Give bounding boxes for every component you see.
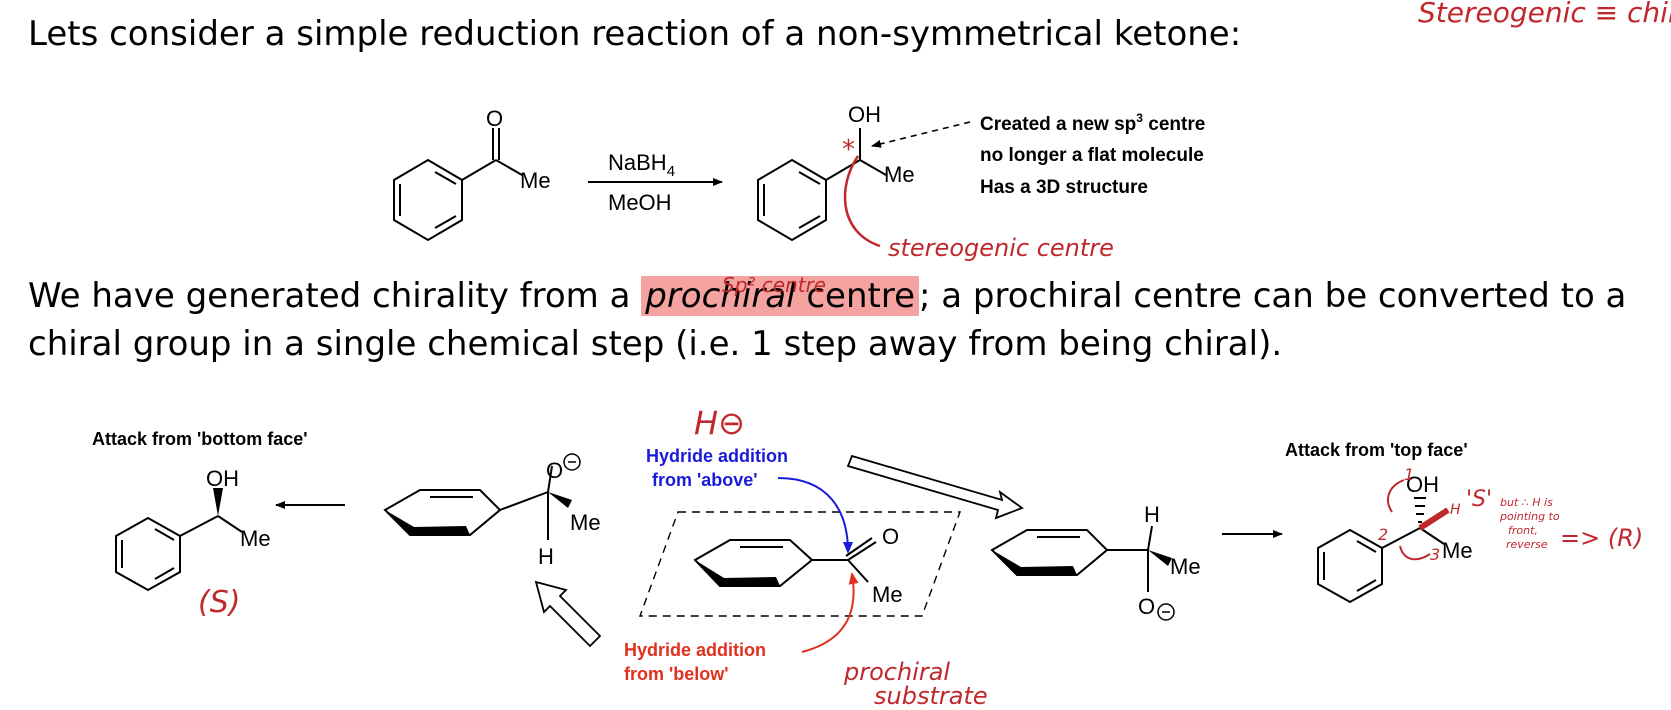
mid-left-ring-thick-edge: [385, 510, 470, 535]
note-prochiral: prochiral: [843, 658, 950, 686]
prochiral-paragraph-line2: chiral group in a single chemical step (…: [28, 324, 1283, 364]
mid-right-alkoxide: [990, 525, 1153, 592]
right-methyl: Me: [1442, 538, 1473, 563]
note-hydride-symbol: H⊖: [694, 404, 745, 442]
note-s-quote: 'S': [1466, 487, 1492, 512]
note-but-1: but ∴ H is: [1500, 496, 1553, 509]
right-product: [1317, 527, 1445, 604]
callout-line2: no longer a flat molecule: [980, 145, 1204, 166]
hydride-below-line2: from 'below': [624, 664, 729, 684]
priority-arrow-3: [1399, 545, 1431, 561]
prochiral-highlight: prochiral centre: [641, 276, 919, 316]
left-methyl: Me: [240, 526, 271, 551]
hollow-arrow-top-path: [846, 454, 1024, 520]
product-alcohol: [757, 128, 887, 242]
mid-left-hydrogen: H: [538, 544, 554, 569]
mid-right-wedge: [1148, 550, 1172, 566]
note-substrate: substrate: [874, 682, 988, 710]
priority-3: 3: [1430, 545, 1440, 564]
note-stereogenic-chiral: Stereogenic ≡ chiral: [1418, 0, 1671, 29]
mid-right-ring-thick-edge: [992, 550, 1077, 575]
left-wedge-bond: [213, 488, 223, 516]
right-red-h: H: [1450, 502, 1461, 518]
left-product: [115, 515, 243, 592]
prochiral-paragraph-line1: We have generated chirality from a proch…: [28, 276, 1626, 316]
mid-left-methyl: Me: [570, 510, 601, 535]
acetophenone: [393, 128, 523, 242]
center-ring-thick-edge: [695, 560, 780, 586]
right-red-wedge: [1418, 507, 1450, 531]
callout-line1: Created a new sp3 centre: [980, 111, 1205, 135]
molecular-plane: [638, 511, 962, 617]
note-s-label: (S): [198, 585, 240, 620]
center-methyl: Me: [872, 582, 903, 607]
mid-left-wedge: [548, 492, 572, 508]
hollow-arrow-bottom-path: [534, 580, 602, 648]
hydride-above-line1: Hydride addition: [646, 446, 788, 466]
ketone-oxygen: O: [486, 106, 503, 131]
mid-right-hydrogen: H: [1144, 502, 1160, 527]
prochiral-word: prochiral: [645, 276, 796, 316]
center-oxygen: O: [882, 524, 899, 549]
centre-word: centre: [795, 276, 915, 316]
callout-line3: Has a 3D structure: [980, 177, 1148, 198]
ketone-methyl: Me: [520, 168, 551, 193]
priority-arrow-1: [1387, 479, 1405, 513]
reagent-nabh4: NaBH4: [608, 150, 675, 180]
left-hydroxyl: OH: [206, 466, 239, 491]
hydride-below-line1: Hydride addition: [624, 640, 766, 660]
note-but-4: reverse: [1506, 538, 1548, 551]
para-before: We have generated chirality from a: [28, 276, 642, 316]
priority-2: 2: [1378, 525, 1388, 544]
note-sp2-centre: Sp² centre: [722, 273, 826, 297]
right-hydroxyl: OH: [1406, 472, 1439, 497]
stereocentre-asterisk: *: [842, 135, 855, 165]
priority-1: 1: [1404, 465, 1414, 484]
top-face-title: Attack from 'top face': [1285, 440, 1468, 460]
mid-left-charge-icon: [563, 453, 581, 471]
hydride-above-line2: from 'above': [652, 470, 758, 490]
note-stereogenic-centre: stereogenic centre: [888, 234, 1114, 262]
hydride-above-arrow: [777, 477, 853, 554]
note-but-3: front,: [1508, 524, 1538, 537]
intro-line: Lets consider a simple reduction reactio…: [28, 14, 1242, 54]
mid-right-oxygen: O: [1138, 594, 1155, 619]
bottom-face-title: Attack from 'bottom face': [92, 429, 308, 449]
stereocentre-pointer: [843, 155, 881, 248]
mid-right-charge-icon: [1157, 603, 1175, 621]
mid-right-methyl: Me: [1170, 554, 1201, 579]
note-but-2: pointing to: [1499, 510, 1560, 523]
reagent-meoh: MeOH: [608, 190, 672, 215]
product-hydroxyl: OH: [848, 102, 881, 127]
para-after: ; a prochiral centre can be converted to…: [919, 276, 1627, 316]
product-methyl: Me: [884, 162, 915, 187]
hydride-below-arrow: [801, 572, 859, 653]
note-r-label: => (R): [1560, 524, 1643, 552]
mid-left-oxygen: O: [546, 458, 563, 483]
right-hash-bond: [1414, 497, 1426, 523]
callout-arrow: [871, 121, 971, 148]
